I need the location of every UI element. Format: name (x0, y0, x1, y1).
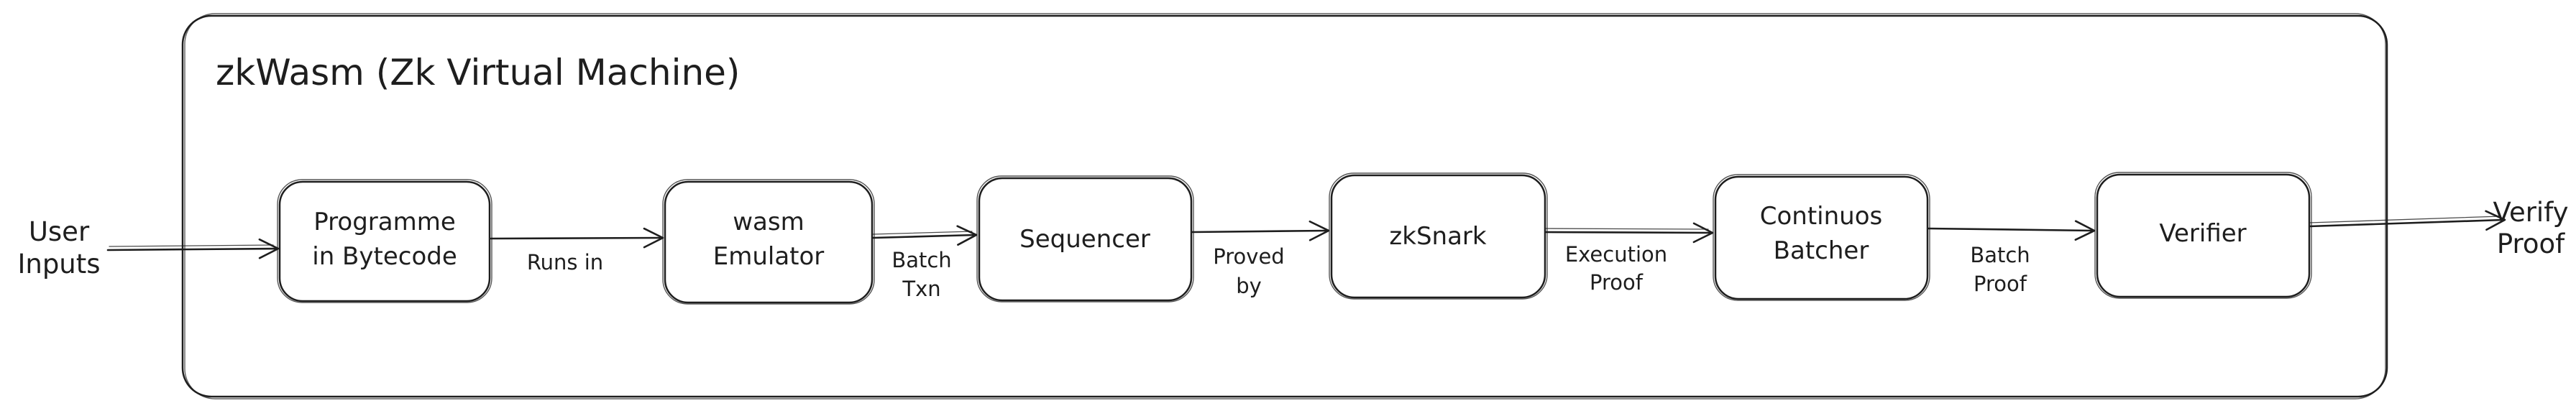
box-wasm-emulator: wasm Emulator (662, 179, 875, 305)
box-sequencer-label: Sequencer (1019, 225, 1150, 254)
box-continuos-batcher: Continuos Batcher (1713, 174, 1930, 301)
edge-label-runs-in: Runs in (527, 250, 603, 274)
edge-label-batch-proof-line2: Proof (1974, 272, 2027, 296)
edge-label-proved-by-line2: by (1236, 274, 1262, 298)
box-verifier-label: Verifier (2159, 219, 2246, 248)
verify-proof: Verify Proof (2493, 197, 2569, 259)
verify-proof-line1: Verify (2493, 197, 2569, 228)
box-zksnark: zkSnark (1329, 172, 1548, 300)
box-wasm-emulator-line2: Emulator (713, 242, 825, 271)
arrow-emulator-to-sequencer (871, 225, 978, 246)
arrow-sequencer-to-zksnark (1191, 220, 1330, 241)
edge-label-batch-proof-line1: Batch (1970, 243, 2030, 267)
edge-label-execution-proof-line1: Execution (1565, 242, 1667, 267)
verify-proof-line2: Proof (2497, 228, 2565, 259)
edge-label-batch-txn-line2: Txn (902, 277, 940, 301)
box-programme-line2: in Bytecode (312, 242, 457, 271)
edge-label-execution-proof-line2: Proof (1590, 270, 1644, 295)
user-inputs-line1: User (29, 216, 90, 247)
box-programme-line1: Programme (313, 208, 456, 236)
box-continuos-batcher-line1: Continuos (1760, 202, 1882, 231)
vm-container: zkWasm (Zk Virtual Machine) (181, 13, 2388, 400)
arrow-programme-to-emulator (490, 227, 664, 249)
box-continuos-batcher-line2: Batcher (1774, 236, 1869, 265)
box-sequencer: Sequencer (976, 175, 1194, 303)
edge-label-proved-by-line1: Proved (1213, 244, 1284, 269)
arrow-inputs-to-programme (106, 238, 280, 259)
edge-labels: Runs in Batch Txn Proved by Execution Pr… (527, 242, 2030, 301)
user-inputs: User Inputs (17, 216, 100, 280)
arrow-verifier-to-output (2308, 210, 2506, 231)
box-wasm-emulator-line1: wasm (733, 208, 804, 236)
box-verifier: Verifier (2094, 172, 2312, 299)
box-programme: Programme in Bytecode (277, 179, 492, 303)
arrows (106, 210, 2506, 259)
container-title: zkWasm (Zk Virtual Machine) (216, 52, 740, 93)
arrow-batcher-to-verifier (1927, 220, 2096, 241)
user-inputs-line2: Inputs (17, 249, 100, 280)
edge-label-batch-txn-line1: Batch (891, 248, 951, 272)
arrow-zksnark-to-batcher (1543, 222, 1714, 244)
box-zksnark-label: zkSnark (1389, 222, 1486, 251)
